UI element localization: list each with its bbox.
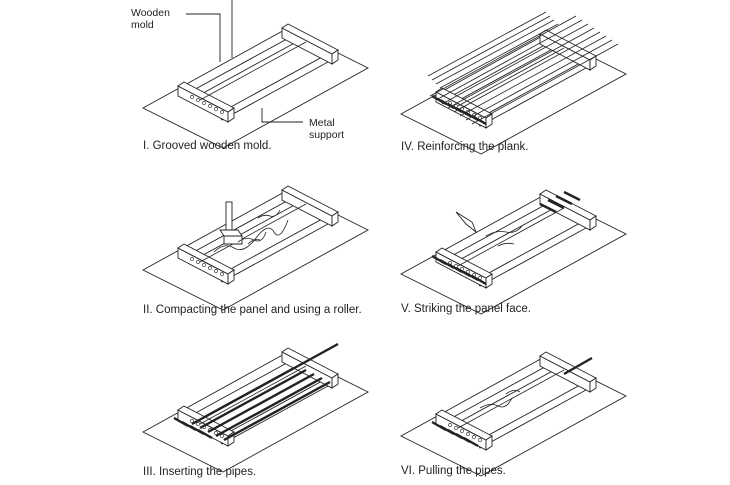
panel-6-pulling-pipes [400, 351, 627, 477]
caption-step-1: I. Grooved wooden mold. [143, 140, 272, 152]
panel-5-striking [400, 189, 627, 315]
caption-step-5: V. Striking the panel face. [401, 303, 531, 315]
caption-step-3: III. Inserting the pipes. [143, 466, 257, 478]
caption-step-6: VI. Pulling the pipes. [401, 465, 506, 477]
label-wooden-mold: Wooden mold [131, 7, 170, 31]
caption-step-2: II. Compacting the panel and using a rol… [143, 304, 362, 316]
panel-4-reinforcing [400, 11, 627, 155]
leader-wooden-mold [186, 13, 221, 62]
caption-step-4: IV. Reinforcing the plank. [401, 141, 529, 153]
panel-2-compacting [142, 185, 369, 311]
panel-3-inserting-pipes [142, 342, 369, 473]
leader-metal-support [261, 108, 303, 123]
label-metal-support: Metal support [309, 117, 345, 141]
